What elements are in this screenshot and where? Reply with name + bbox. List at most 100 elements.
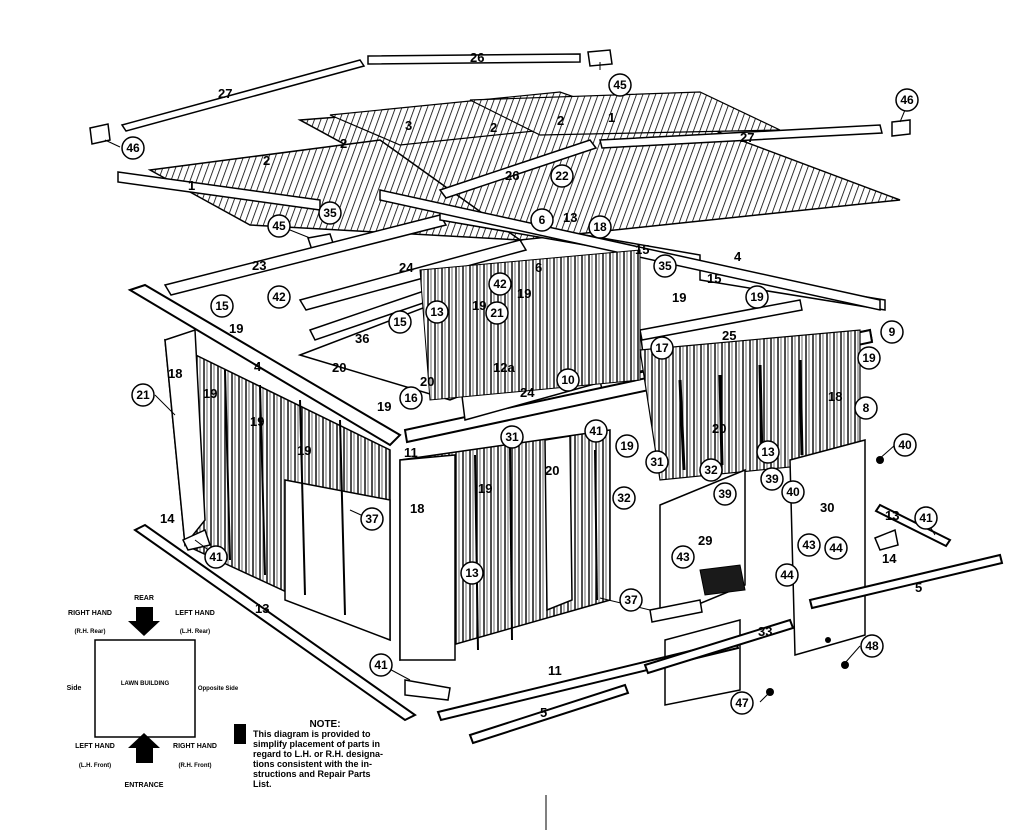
label-27: 27 xyxy=(740,130,754,145)
roof-panels xyxy=(147,91,901,241)
front-wall xyxy=(399,429,611,661)
label-24: 24 xyxy=(399,260,414,275)
callout-label: 41 xyxy=(589,424,603,438)
label-20: 20 xyxy=(420,374,434,389)
label-11: 11 xyxy=(404,445,418,460)
label-19: 19 xyxy=(203,386,217,401)
end-caps xyxy=(89,49,911,251)
callout: 15 xyxy=(210,294,234,318)
label-14: 14 xyxy=(160,511,175,526)
note-line: structions and Repair Parts xyxy=(253,769,371,779)
label-3: 3 xyxy=(405,118,412,133)
callout: 8 xyxy=(854,396,878,420)
part-labels: 26 27 27 3 2 2 2 2 1 1 26 13 15 15 4 23 … xyxy=(160,50,922,720)
callout-label: 16 xyxy=(404,391,418,405)
label-19: 19 xyxy=(297,443,311,458)
building-outline xyxy=(94,639,196,738)
label-19: 19 xyxy=(478,481,492,496)
callout-label: 13 xyxy=(465,566,479,580)
callout-label: 42 xyxy=(493,277,507,291)
callout: 45 xyxy=(267,214,291,238)
callout: 21 xyxy=(131,383,155,407)
label-2: 2 xyxy=(490,120,497,135)
callout: 31 xyxy=(500,425,524,449)
callout: 42 xyxy=(488,272,512,296)
label-19: 19 xyxy=(250,414,264,429)
label-20: 20 xyxy=(712,421,726,436)
rear-label: REAR xyxy=(134,595,154,602)
note: NOTE: This diagram is provided to simpli… xyxy=(234,719,383,789)
callout-label: 17 xyxy=(655,341,669,355)
label-18: 18 xyxy=(410,501,424,516)
label-1: 1 xyxy=(608,110,615,125)
callout: 37 xyxy=(360,507,384,531)
callout-label: 45 xyxy=(613,78,627,92)
callout-label: 31 xyxy=(505,430,519,444)
callout: 19 xyxy=(745,285,769,309)
callout: 35 xyxy=(653,254,677,278)
label-13: 13 xyxy=(563,210,577,225)
callout-label: 32 xyxy=(704,463,718,477)
callout: 21 xyxy=(485,301,509,325)
callout: 43 xyxy=(671,545,695,569)
note-line: tions consistent with the in- xyxy=(253,759,372,769)
label-29: 29 xyxy=(698,533,712,548)
label-19: 19 xyxy=(377,399,391,414)
note-line: regard to L.H. or R.H. designa- xyxy=(253,749,383,759)
callout-label: 45 xyxy=(272,219,286,233)
callout: 15 xyxy=(388,310,412,334)
label-5: 5 xyxy=(915,580,922,595)
base-rails xyxy=(133,503,1004,745)
callout-label: 47 xyxy=(735,696,749,710)
label-2: 2 xyxy=(263,153,270,168)
callout-label: 37 xyxy=(624,593,638,607)
callout: 40 xyxy=(781,480,805,504)
callout: 48 xyxy=(860,634,884,658)
callout: 47 xyxy=(730,691,754,715)
note-marker-icon xyxy=(234,724,246,744)
left-hand-rear-label: LEFT HAND xyxy=(175,610,215,617)
callout: 46 xyxy=(121,136,145,160)
lawn-building-label: LAWN BUILDING xyxy=(121,681,170,687)
entrance-arrow-icon xyxy=(128,733,160,763)
note-line: This diagram is provided to xyxy=(253,729,371,739)
note-line: List. xyxy=(253,779,272,789)
back-wall xyxy=(419,249,861,481)
label-4: 4 xyxy=(254,359,262,374)
label-36: 36 xyxy=(355,331,369,346)
callout-label: 39 xyxy=(765,472,779,486)
label-13: 13 xyxy=(255,601,269,616)
label-25: 25 xyxy=(722,328,736,343)
callout-label: 15 xyxy=(215,299,229,313)
lh-front-label: (L.H. Front) xyxy=(79,763,111,769)
label-14: 14 xyxy=(882,551,897,566)
callout: 32 xyxy=(612,486,636,510)
label-2: 2 xyxy=(557,113,564,128)
callout-label: 43 xyxy=(676,550,690,564)
label-12a: 12a xyxy=(493,360,515,375)
callout-label: 22 xyxy=(555,169,569,183)
right-hand-rear-label: RIGHT HAND xyxy=(68,610,112,617)
callout: 9 xyxy=(880,320,904,344)
callout: 41 xyxy=(584,419,608,443)
callout-label: 41 xyxy=(209,550,223,564)
label-11: 11 xyxy=(548,663,562,678)
callout: 17 xyxy=(650,336,674,360)
label-19: 19 xyxy=(472,298,486,313)
callout: 43 xyxy=(797,533,821,557)
callout-label: 35 xyxy=(323,206,337,220)
callout: 18 xyxy=(588,215,612,239)
callout: 10 xyxy=(556,368,580,392)
callout-label: 21 xyxy=(490,306,504,320)
callout: 41 xyxy=(204,545,228,569)
callout-label: 21 xyxy=(136,388,150,402)
callout-label: 44 xyxy=(780,568,794,582)
callout-label: 48 xyxy=(865,639,879,653)
callout: 39 xyxy=(713,482,737,506)
callout-label: 13 xyxy=(761,445,775,459)
callout-label: 8 xyxy=(863,401,870,415)
callout-label: 41 xyxy=(374,658,388,672)
note-title: NOTE: xyxy=(309,719,340,730)
orientation-key: REAR RIGHT HAND (R.H. Rear) LEFT HAND (L… xyxy=(67,595,239,789)
callout: 46 xyxy=(895,88,919,112)
